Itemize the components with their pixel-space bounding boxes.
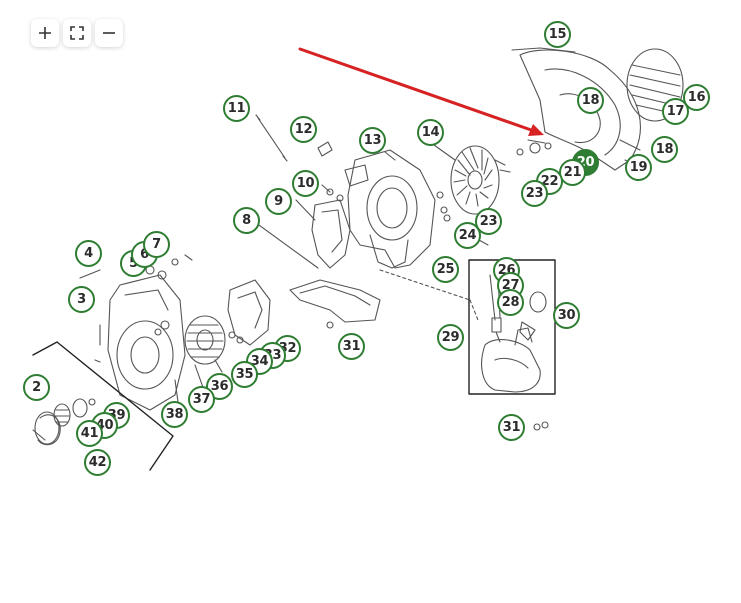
part-callout-41[interactable]: 41 — [76, 420, 103, 447]
fit-to-screen-button[interactable] — [63, 19, 91, 47]
part-callout-12[interactable]: 12 — [290, 116, 317, 143]
plus-icon — [39, 27, 51, 39]
minus-icon — [103, 32, 115, 34]
part-callout-13[interactable]: 13 — [359, 127, 386, 154]
part-callout-19[interactable]: 19 — [625, 154, 652, 181]
part-callout-3[interactable]: 3 — [68, 286, 95, 313]
part-callout-29[interactable]: 29 — [437, 324, 464, 351]
part-callout-23[interactable]: 23 — [521, 180, 548, 207]
part-callout-23-b[interactable]: 23 — [475, 208, 502, 235]
part-callout-42[interactable]: 42 — [84, 449, 111, 476]
zoom-out-button[interactable] — [95, 19, 123, 47]
red-arrow-indicator — [298, 47, 544, 136]
part-callout-15[interactable]: 15 — [544, 21, 571, 48]
part-callout-37[interactable]: 37 — [188, 386, 215, 413]
part-callout-24[interactable]: 24 — [454, 222, 481, 249]
part-callout-8[interactable]: 8 — [233, 207, 260, 234]
part-callout-10[interactable]: 10 — [292, 170, 319, 197]
part-callout-30[interactable]: 30 — [553, 302, 580, 329]
part-callout-11[interactable]: 11 — [223, 95, 250, 122]
zoom-in-button[interactable] — [31, 19, 59, 47]
part-callout-21[interactable]: 21 — [559, 159, 586, 186]
part-callout-18[interactable]: 18 — [577, 87, 604, 114]
part-callout-38[interactable]: 38 — [161, 401, 188, 428]
part-callout-17[interactable]: 17 — [662, 98, 689, 125]
part-callout-2[interactable]: 2 — [23, 374, 50, 401]
part-callout-7[interactable]: 7 — [143, 231, 170, 258]
part-callout-25[interactable]: 25 — [432, 256, 459, 283]
part-callout-18-b[interactable]: 18 — [651, 136, 678, 163]
part-callout-31[interactable]: 31 — [338, 333, 365, 360]
part-callout-35[interactable]: 35 — [231, 361, 258, 388]
part-callout-9[interactable]: 9 — [265, 188, 292, 215]
part-callout-28[interactable]: 28 — [497, 289, 524, 316]
fullscreen-icon — [70, 26, 84, 40]
part-callout-14[interactable]: 14 — [417, 119, 444, 146]
part-callout-31-b[interactable]: 31 — [498, 414, 525, 441]
part-callout-4[interactable]: 4 — [75, 240, 102, 267]
